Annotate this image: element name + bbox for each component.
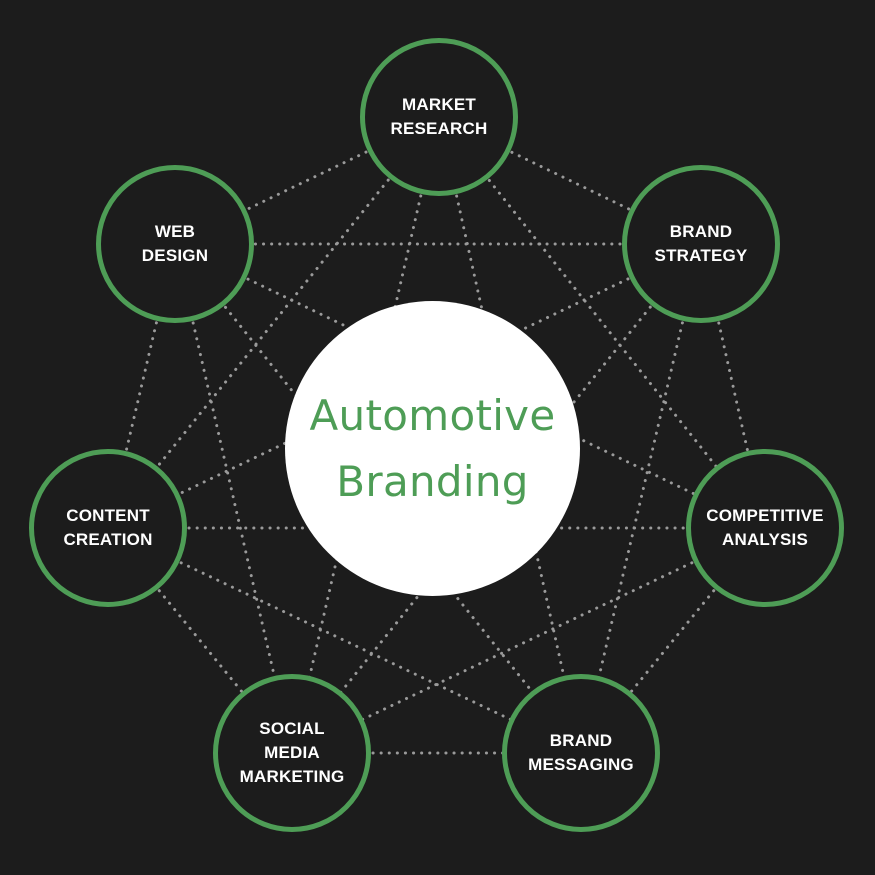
node-label: CONTENT CREATION <box>63 506 153 549</box>
connector-line <box>437 115 767 530</box>
node-brand-messaging: BRAND MESSAGING <box>502 674 660 832</box>
connector-line <box>290 526 767 755</box>
node-label: BRAND MESSAGING <box>528 731 634 774</box>
node-market-research: MARKET RESEARCH <box>360 38 518 196</box>
connector-line <box>290 242 703 755</box>
connector-line <box>290 115 441 755</box>
node-label: MARKET RESEARCH <box>390 95 488 138</box>
node-web-design: WEB DESIGN <box>96 165 254 323</box>
node-label: COMPETITIVE ANALYSIS <box>706 506 824 549</box>
center-title: Automotive Branding <box>309 390 556 506</box>
connector-line <box>437 115 583 755</box>
node-brand-strategy: BRAND STRATEGY <box>622 165 780 323</box>
node-label: WEB DESIGN <box>141 222 209 265</box>
node-content-creation: CONTENT CREATION <box>29 449 187 607</box>
node-competitive-analysis: COMPETITIVE ANALYSIS <box>686 449 844 607</box>
node-label: BRAND STRATEGY <box>654 222 748 265</box>
connector-line <box>106 526 583 755</box>
node-social-media-marketing: SOCIAL MEDIA MARKETING <box>213 674 371 832</box>
connector-line <box>106 115 441 530</box>
center-circle: Automotive Branding <box>285 301 580 596</box>
node-label: SOCIAL MEDIA MARKETING <box>239 719 345 786</box>
